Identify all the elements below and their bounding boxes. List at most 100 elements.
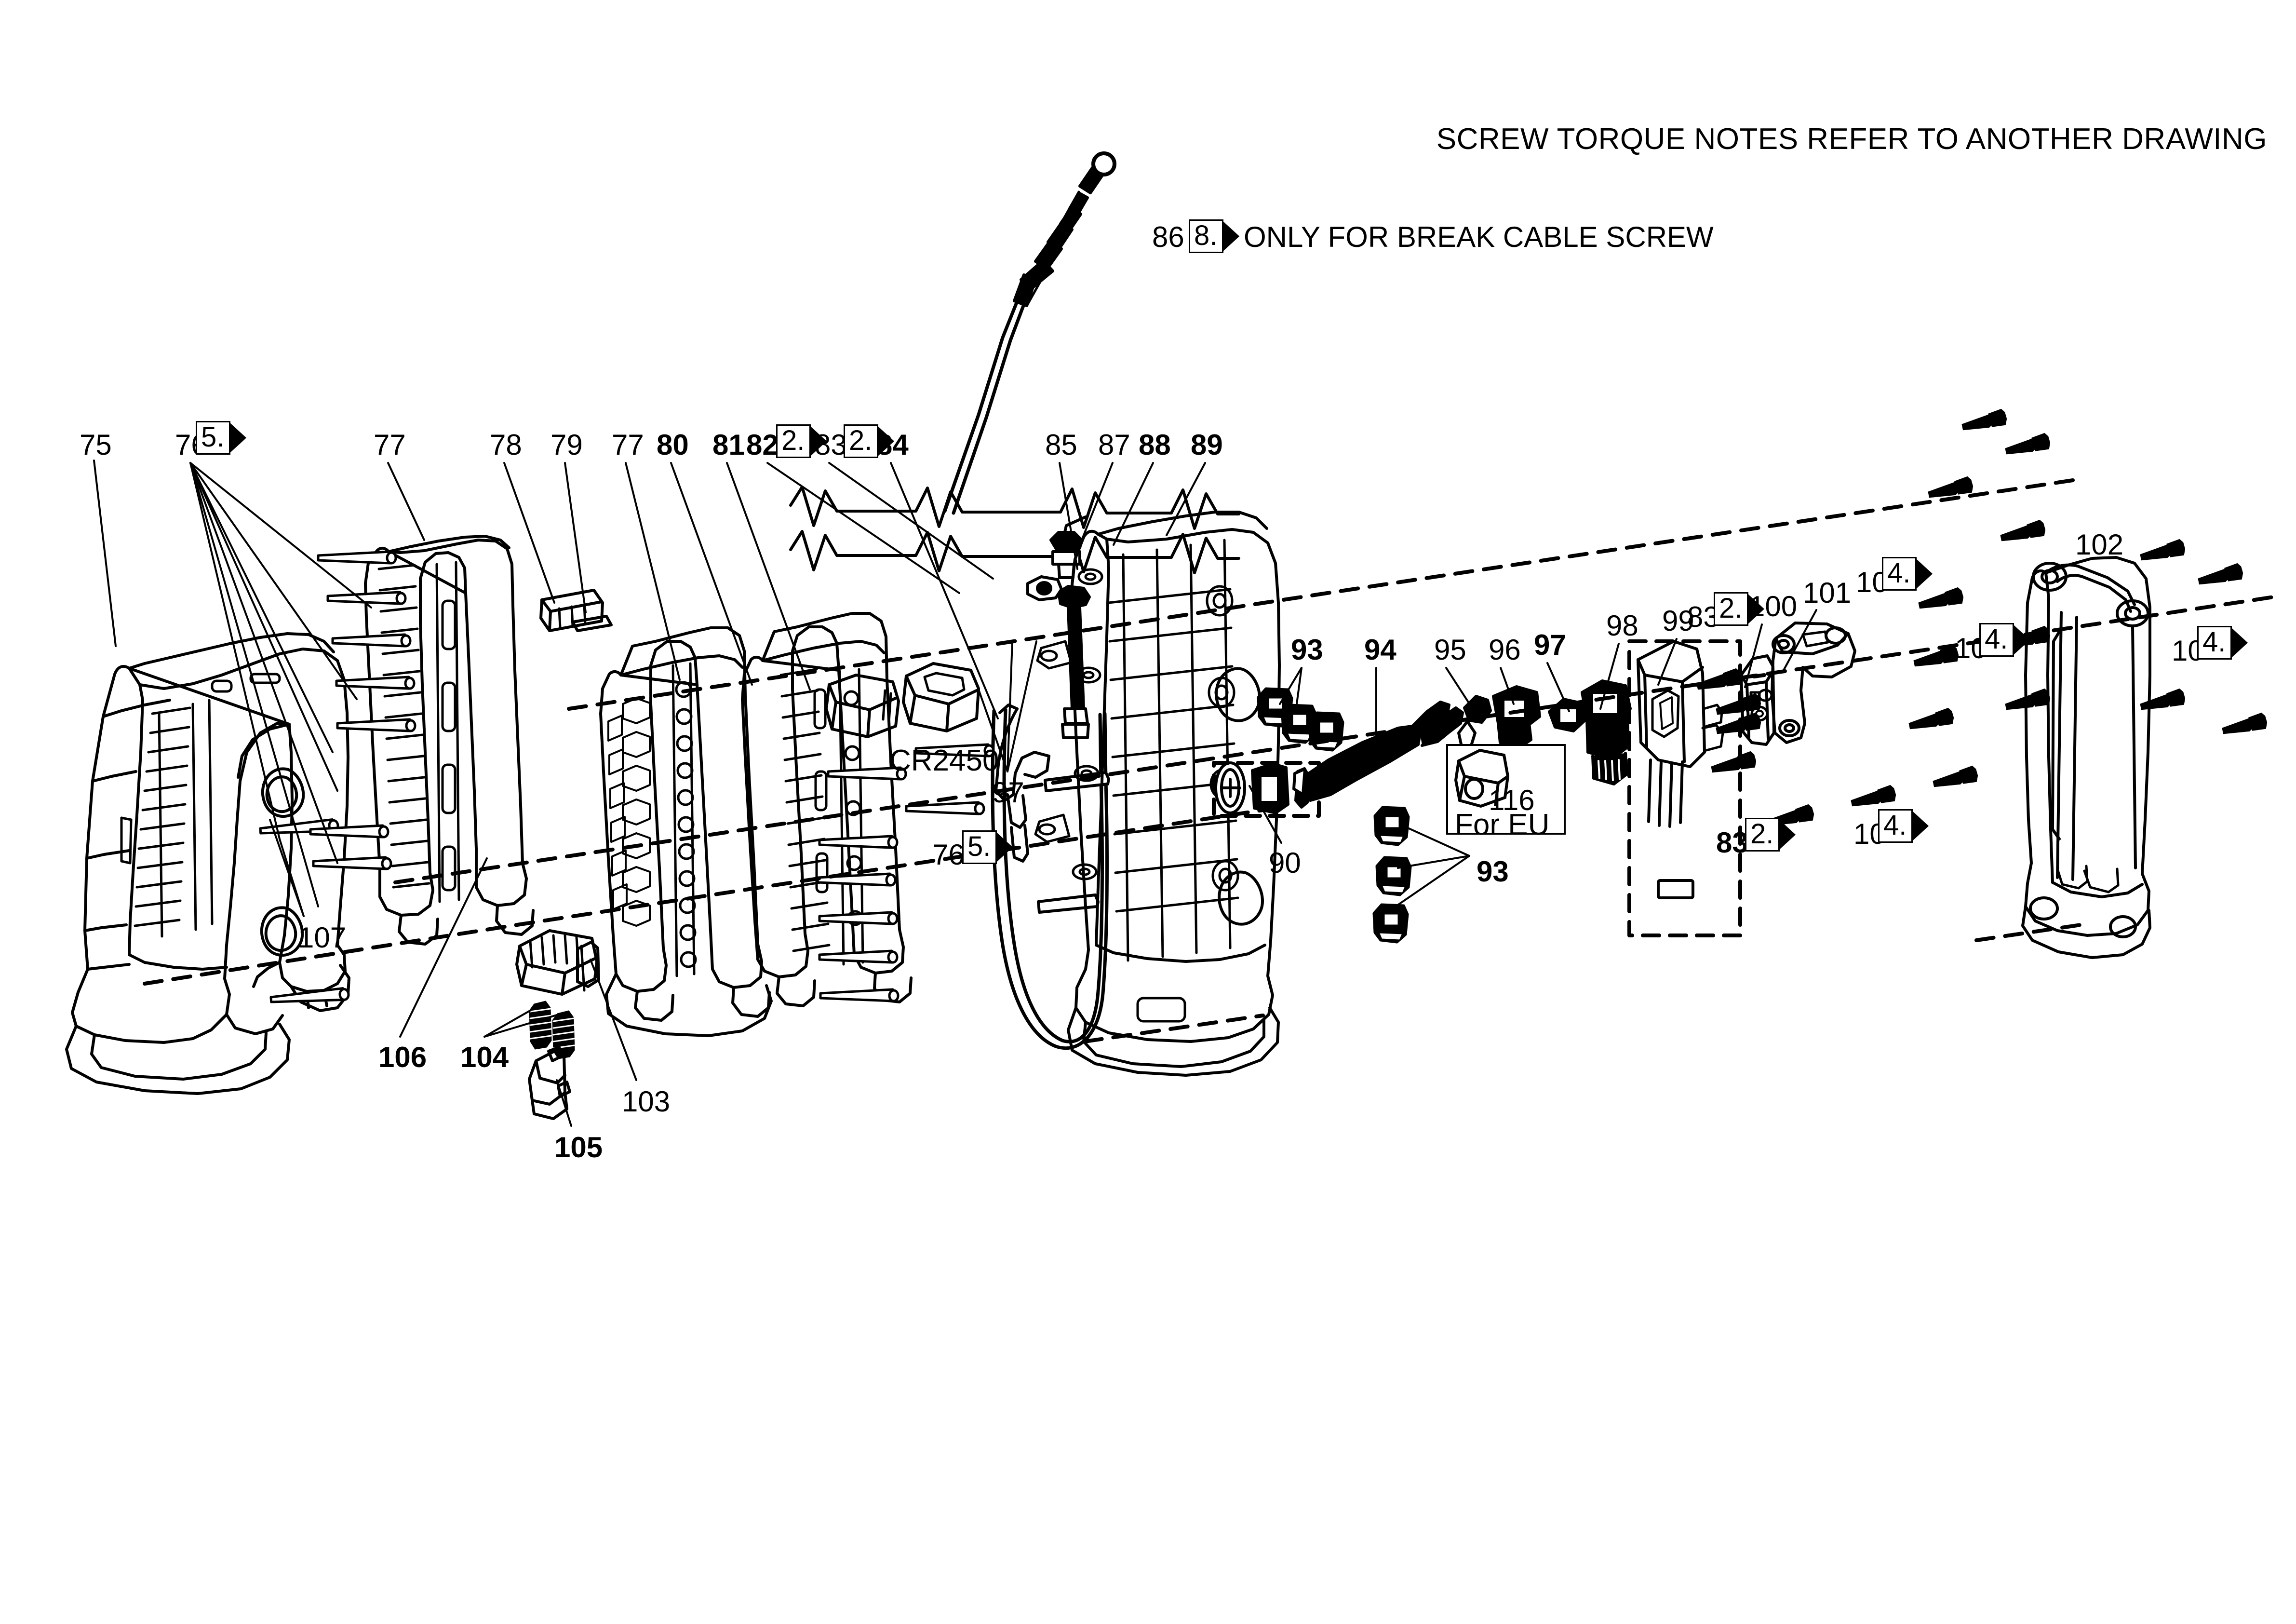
part-label-79: 79 <box>551 429 583 461</box>
flag-arrow-icon <box>1911 810 1929 842</box>
part-label-99: 99 <box>1662 605 1694 637</box>
alignment-axes <box>143 478 2282 1043</box>
note-flag-number: 4. <box>2197 626 2232 660</box>
leader-line <box>726 462 811 690</box>
part-label-90: 90 <box>1269 847 1301 879</box>
part-label-102: 102 <box>2075 528 2124 561</box>
leader-line <box>590 959 637 1081</box>
flag-arrow-icon <box>809 425 827 457</box>
part-98-connector <box>1581 679 1632 785</box>
part-label-87: 87 <box>1098 429 1130 461</box>
part-94-harness <box>1292 701 1464 802</box>
leader-line <box>1007 640 1037 772</box>
break-line-upper <box>789 486 1240 530</box>
leader-line <box>189 462 319 907</box>
part-101-mount <box>1771 622 1856 744</box>
for-eu-label: For EU <box>1455 808 1550 841</box>
note-callout-text: ONLY FOR BREAK CABLE SCREW <box>1244 221 1714 253</box>
note-flag-number: 5. <box>196 421 231 455</box>
part-79-bar <box>571 615 613 632</box>
part-label-104: 104 <box>460 1041 509 1073</box>
leader-lines <box>93 460 1817 1127</box>
leader-line <box>1397 855 1470 869</box>
part-77-frame <box>364 535 535 946</box>
part-label-88: 88 <box>1139 429 1171 461</box>
leader-line <box>1249 785 1282 844</box>
leader-line <box>483 1014 558 1038</box>
leader-line <box>1783 609 1817 671</box>
note-flag-number: 2. <box>1745 818 1780 852</box>
flag-arrow-icon <box>995 831 1013 863</box>
leader-line <box>1166 462 1206 536</box>
part-label-78: 78 <box>490 429 522 461</box>
part-105-terminal-block <box>528 1046 571 1120</box>
part-82-battery <box>825 674 900 738</box>
part-label-85: 85 <box>1045 429 1077 461</box>
leader-line <box>890 462 999 719</box>
leader-line <box>189 462 372 609</box>
part-label-77: 77 <box>374 429 406 461</box>
note-flag-8: 8. <box>1189 219 1240 253</box>
flag-arrow-icon <box>1778 819 1796 851</box>
part-label-101: 101 <box>1803 577 1852 609</box>
leader-line <box>387 462 425 541</box>
note-flag-number: 2. <box>776 424 811 458</box>
leader-line <box>1059 462 1078 570</box>
part-83-battery-holder <box>902 662 980 732</box>
rod-97-b <box>1037 893 1100 914</box>
leader-line <box>1744 623 1763 688</box>
part-88-washer <box>1026 575 1063 601</box>
part-label-95: 95 <box>1434 634 1466 666</box>
leader-line <box>1395 855 1470 907</box>
leader-line <box>1296 667 1302 705</box>
cable-adjuster <box>1013 151 1116 307</box>
note-callout-item: 86 <box>1152 221 1184 253</box>
leader-line <box>625 462 681 681</box>
note-flag-5: 5. <box>962 830 1013 864</box>
note-flag-2: 2. <box>1714 592 1765 626</box>
leader-line <box>189 462 338 792</box>
leader-line <box>189 462 338 864</box>
leader-line <box>189 462 281 840</box>
flag-arrow-icon <box>2230 627 2248 659</box>
note-flag-2: 2. <box>776 424 827 458</box>
note-flag-number: 2. <box>844 424 879 458</box>
flag-arrow-icon <box>1915 558 1933 590</box>
part-label-76: 76 <box>932 839 965 871</box>
leader-line <box>556 1079 572 1127</box>
header-title: SCREW TORQUE NOTES REFER TO ANOTHER DRAW… <box>1436 122 2267 156</box>
leader-line <box>189 462 358 700</box>
leader-line <box>766 462 960 594</box>
note-flag-number: 4. <box>1979 623 2014 657</box>
screws-10-group <box>1767 408 2269 830</box>
note-flag-number: 4. <box>1878 809 1913 843</box>
part-label-103: 103 <box>622 1085 671 1118</box>
leader-line <box>1399 824 1470 857</box>
note-flag-2: 2. <box>844 424 895 458</box>
flag-arrow-icon <box>877 425 895 457</box>
leader-line <box>1279 667 1302 705</box>
part-label-98: 98 <box>1606 609 1638 642</box>
leader-line <box>189 462 334 753</box>
part-label-97: 97 <box>992 776 1024 809</box>
part-102-cover <box>2021 556 2151 959</box>
note-flag-4: 4. <box>1882 557 1933 591</box>
leader-line <box>503 462 555 604</box>
part-label-89: 89 <box>1191 429 1223 461</box>
leader-line <box>1546 662 1570 712</box>
part-93-clip-6 <box>1374 905 1408 942</box>
flag-arrow-icon <box>2013 624 2030 656</box>
part-label-116: 116 <box>1489 784 1535 816</box>
flag-arrow-icon <box>1747 593 1765 625</box>
part-label-81: 81 <box>712 429 745 461</box>
leader-line <box>564 462 587 613</box>
leader-line <box>1445 667 1474 710</box>
leader-line <box>978 689 1008 772</box>
part-80-pcb <box>599 626 773 1037</box>
leader-line <box>1113 462 1154 546</box>
part-label-105: 105 <box>554 1131 603 1164</box>
note-flag-number: 5. <box>962 830 997 864</box>
note-flag-number: 8. <box>1189 219 1224 253</box>
part-label-80: 80 <box>657 429 689 461</box>
part-label-106: 106 <box>378 1041 427 1073</box>
